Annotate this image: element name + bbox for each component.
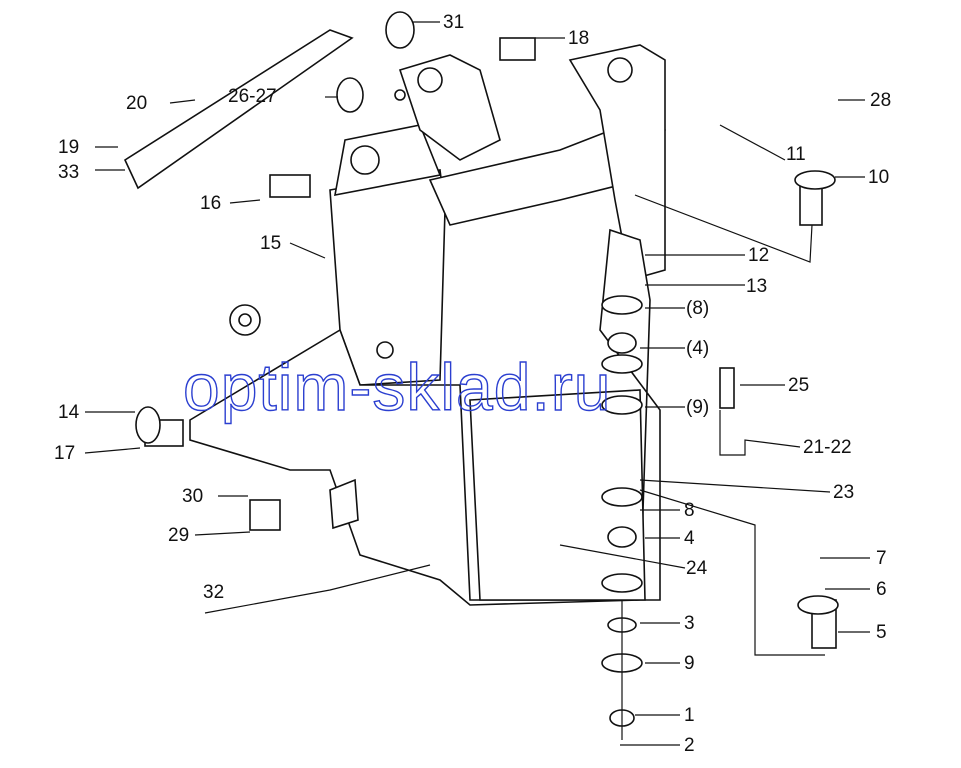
callout-31: 31	[443, 12, 464, 33]
callout-20: 20	[126, 93, 147, 114]
callout-32: 32	[203, 582, 224, 603]
callout-5: 5	[876, 622, 887, 643]
callout-12: 12	[748, 245, 769, 266]
pin-18	[499, 37, 536, 61]
front-frame	[189, 44, 666, 606]
pin-16	[269, 174, 311, 198]
callout-18: 18	[568, 28, 589, 49]
callout-6: 6	[876, 579, 887, 600]
callout-9-ref: (9)	[686, 397, 709, 418]
callout-14: 14	[58, 402, 80, 423]
callout-15: 15	[260, 233, 281, 254]
callout-8: 8	[684, 500, 695, 521]
plate-29	[249, 499, 281, 531]
callout-3: 3	[684, 613, 695, 634]
callout-33: 33	[58, 162, 79, 183]
callout-23: 23	[833, 482, 854, 503]
callout-16: 16	[200, 193, 221, 214]
plate-30	[329, 478, 359, 530]
callout-13: 13	[746, 276, 767, 297]
callout-25: 25	[788, 375, 809, 396]
callout-7: 7	[876, 548, 887, 569]
callout-30: 30	[182, 486, 203, 507]
callout-21-22: 21-22	[803, 437, 852, 458]
callout-4-ref: (4)	[686, 338, 709, 359]
callout-29: 29	[168, 525, 189, 546]
pin-25	[719, 367, 735, 409]
washer-31	[385, 11, 415, 49]
callout-19: 19	[58, 137, 79, 158]
callout-8-ref: (8)	[686, 298, 709, 319]
bearing-stack	[601, 295, 643, 740]
callout-2: 2	[684, 735, 695, 756]
callout-4: 4	[684, 528, 695, 549]
watermark: optim-sklad.ru	[183, 350, 611, 424]
callout-9: 9	[684, 653, 695, 674]
callout-1: 1	[684, 705, 695, 726]
leader-lines	[84, 21, 870, 746]
callout-17: 17	[54, 443, 75, 464]
callout-24: 24	[686, 558, 708, 579]
washer-26	[336, 77, 364, 113]
callout-10: 10	[868, 167, 889, 188]
callout-11: 11	[786, 144, 806, 165]
callout-28: 28	[870, 90, 891, 111]
callout-26-27: 26-27	[228, 86, 277, 107]
cover-plate	[123, 29, 354, 190]
